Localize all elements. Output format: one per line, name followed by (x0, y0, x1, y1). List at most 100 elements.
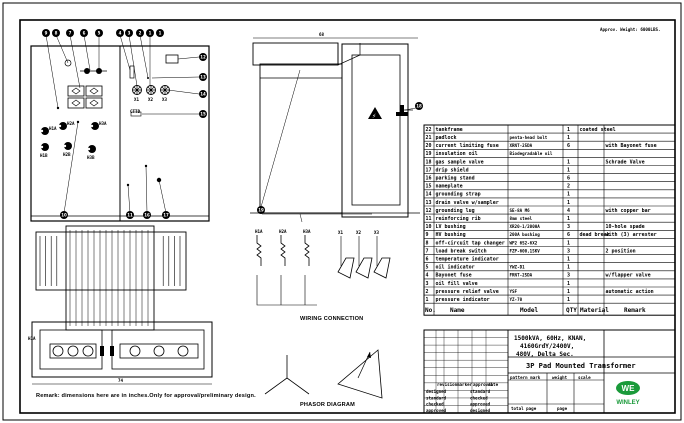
bom-cell-name: gas sample valve (436, 159, 484, 165)
bom-cell-name: drip shield (436, 167, 469, 173)
bottom-dimension: 74 (118, 378, 124, 383)
callout-4: 4 (116, 29, 124, 37)
svg-text:5: 5 (98, 31, 101, 36)
bom-cell-qty: 4 (567, 208, 570, 214)
callout-11: 11 (126, 211, 134, 219)
bom-header-4: Material (580, 307, 609, 314)
bom-cell-no: 20 (426, 143, 432, 149)
callout-16: 16 (143, 211, 151, 219)
bom-cell-no: 21 (426, 135, 432, 141)
callout-5: 5 (95, 29, 103, 37)
svg-text:1: 1 (149, 31, 152, 36)
radiator-fins (39, 230, 181, 326)
bom-cell-model: Biodegradable oil (510, 151, 553, 156)
spec-line-3: 480V, Delta Sec. (516, 351, 574, 358)
svg-text:7: 7 (69, 31, 72, 36)
sign-label-2: checked (426, 402, 444, 407)
bom-cell-remark: w/flapper valve (606, 273, 651, 279)
phasor-diagram (264, 349, 383, 399)
bom-cell-qty: 6 (567, 176, 570, 182)
bom-cell-no: 22 (426, 127, 432, 133)
sign-label-3: approved (426, 408, 447, 413)
svg-text:11: 11 (127, 213, 133, 218)
bom-cell-qty: 2 (567, 184, 570, 190)
bom-cell-no: 1 (426, 297, 429, 303)
bom-header-1: Name (450, 307, 465, 314)
callout-14: 14 (199, 90, 207, 98)
bom-cell-qty: 1 (567, 159, 570, 165)
svg-text:14: 14 (200, 92, 206, 97)
callout-6: 6 (80, 29, 88, 37)
bom-cell-remark: automatic action (606, 289, 654, 295)
bom-cell-qty: 6 (567, 232, 570, 238)
callout-17: 17 (162, 211, 170, 219)
bom-cell-qty: 1 (567, 135, 570, 141)
bom-header-3: QTY (566, 307, 577, 314)
lv-label-x2: X2 (148, 97, 154, 102)
bom-cell-model: FRNT-25DA (510, 273, 533, 278)
bom-cell-qty: 1 (567, 265, 570, 271)
bom-cell-no: 9 (426, 232, 429, 238)
sign-label-1: standard (426, 395, 447, 400)
plan-view: 74 H1A (28, 225, 213, 385)
bom-cell-model: XRNT-25DA (510, 143, 533, 148)
bom-cell-name: Bayonet fuse (436, 273, 472, 279)
callout-10: 10 (60, 211, 68, 219)
bom-cell-name: LV bushing (436, 224, 466, 230)
svg-text:8: 8 (55, 31, 58, 36)
bom-cell-name: oil fill valve (436, 281, 478, 287)
svg-text:16: 16 (144, 213, 150, 218)
tap-changer-block (67, 85, 103, 109)
top-dimension: 68 (319, 32, 325, 37)
bom-cell-qty: 1 (567, 281, 570, 287)
svg-text:18: 18 (416, 104, 422, 109)
approval-weight: Approv. Weight: 6000LBS. (600, 27, 661, 32)
bom-cell-name: parking stand (436, 176, 475, 182)
bom-cell-name: pressure relief valve (436, 289, 499, 295)
bom-cell-name: oil indicator (436, 265, 475, 271)
total-page-label: total page (511, 406, 537, 411)
scale-label: scale (578, 375, 591, 380)
bom-cell-no: 10 (426, 224, 432, 230)
bom-cell-qty: 1 (567, 257, 570, 263)
wiring-h1: H1A (255, 229, 263, 234)
bom-cell-no: 15 (426, 184, 432, 190)
svg-text:6: 6 (83, 31, 86, 36)
page-label: page (557, 406, 568, 411)
bom-cell-no: 3 (426, 281, 429, 287)
bom-cell-model: YSF (510, 289, 518, 294)
bom-cell-name: insulation oil (436, 151, 478, 157)
callout-9: 9 (42, 29, 50, 37)
bom-cell-qty: 6 (567, 143, 570, 149)
bom-cell-qty: 3 (567, 224, 570, 230)
svg-text:1: 1 (159, 31, 162, 36)
bom-cell-no: 16 (426, 176, 432, 182)
bom-cell-model: 8mm steel (510, 216, 533, 221)
bom-cell-no: 18 (426, 159, 432, 165)
callout-2: 2 (136, 29, 144, 37)
lv-label-x3: X3 (162, 97, 168, 102)
bom-cell-material: coated steel (580, 127, 616, 133)
bom-cell-model: FZP-600,15KV (510, 248, 541, 253)
hv-bushings: H1A H2A H3A H1B H2B H3B (40, 121, 107, 160)
wiring-connection: X1 X2 X3 H1A H2A H3A (255, 229, 391, 306)
svg-text:2: 2 (139, 31, 142, 36)
bom-cell-material: dead break (580, 232, 610, 238)
bom-cell-remark: 2 position (606, 248, 636, 254)
logo-mark: WE (622, 384, 636, 393)
phasor-caption: PHASOR DIAGRAM (300, 402, 355, 408)
bom-cell-remark: with (3) arrester (606, 232, 657, 238)
bom-frame (423, 124, 676, 316)
bom-cell-no: 6 (426, 257, 429, 263)
bom-cell-no: 8 (426, 240, 429, 246)
hv-label-6: H3B (87, 155, 95, 160)
callout-13: 13 (199, 73, 207, 81)
sign-label-0: designed (426, 389, 447, 394)
callouts-front: 9 8 7 6 5 4 3 2 1 1 12 13 14 15 10 11 16… (42, 29, 207, 219)
bom-cell-remark: with Bayonet fuse (606, 143, 657, 149)
front-view: H1A H2A H3A H1B H2B H3B X1 X2 X3 CTTD (30, 34, 210, 222)
hv-label-2: H2A (67, 121, 75, 126)
bom-cell-no: 5 (426, 265, 429, 271)
bom-cell-remark: 10-hole spade (606, 224, 645, 230)
spec-line-1: 1500kVA, 60Hz, KNAN, (514, 335, 586, 342)
